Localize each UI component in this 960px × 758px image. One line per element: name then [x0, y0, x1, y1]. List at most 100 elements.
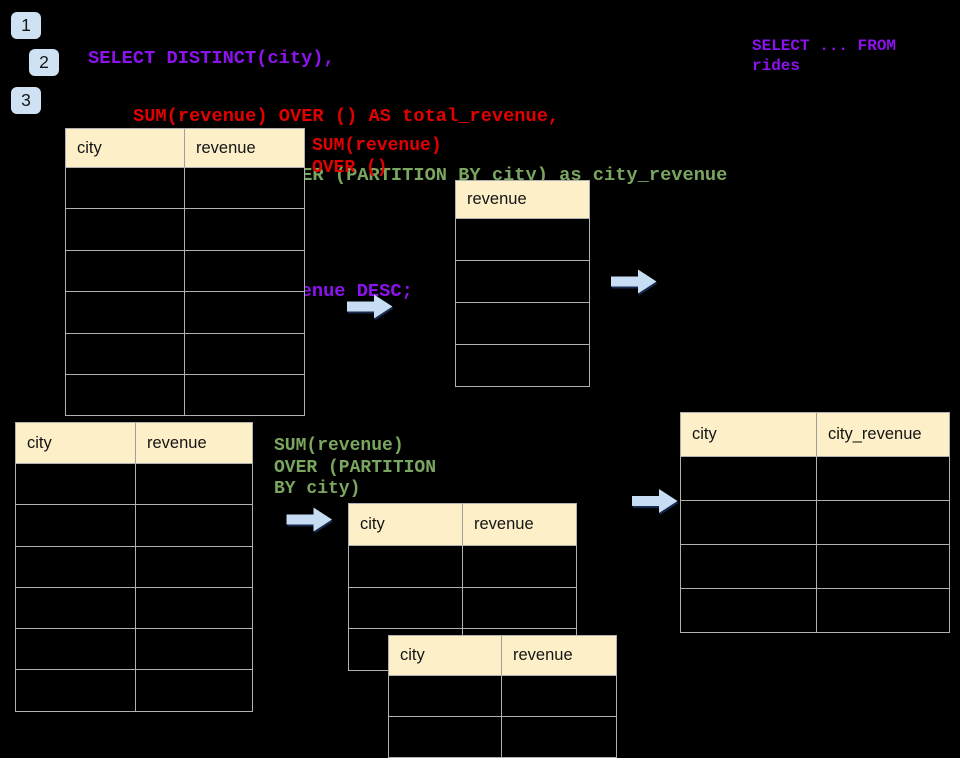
table-empty-cell [16, 546, 136, 587]
result-table-header: city city_revenue [681, 413, 949, 456]
table-empty-cell [817, 545, 949, 588]
table-empty-row [66, 332, 304, 374]
total-revenue-annotation: SUM(revenue) OVER () [312, 136, 442, 179]
table-empty-cell [136, 629, 252, 669]
table-empty-row [681, 544, 949, 588]
table-empty-cell [456, 219, 589, 260]
table-empty-cell [16, 629, 136, 670]
table-empty-cell [66, 374, 185, 416]
table-empty-row [456, 218, 589, 260]
column-header-revenue: revenue [467, 190, 527, 208]
column-header-revenue: revenue [513, 646, 573, 664]
revenue-column-table: revenue [455, 180, 590, 387]
partition-annotation-line3: BY city) [274, 479, 361, 500]
table-empty-cell [389, 717, 502, 757]
table-empty-cell [16, 587, 136, 629]
table-empty-cell [66, 292, 185, 333]
partition-annotation: SUM(revenue) OVER (PARTITION BY city) [274, 436, 436, 501]
table-empty-row [456, 344, 589, 386]
table-empty-row [66, 291, 304, 333]
table-empty-cell [817, 589, 949, 632]
partition-annotation-line1: SUM(revenue) [274, 436, 404, 456]
table-empty-row [681, 500, 949, 544]
table-empty-row [66, 167, 304, 209]
table-empty-row [456, 260, 589, 302]
table-empty-cell [16, 505, 136, 546]
column-header-city: city [349, 504, 463, 545]
table-empty-cell [136, 505, 252, 545]
table-empty-cell [817, 457, 949, 500]
source-table-top-body [66, 167, 304, 416]
revenue-column-table-body [456, 218, 589, 386]
table-empty-row [16, 545, 252, 587]
table-empty-row [389, 716, 616, 757]
step-badge-2-label: 2 [39, 52, 49, 72]
table-empty-row [681, 588, 949, 632]
table-empty-cell [502, 717, 616, 757]
table-empty-row [16, 586, 252, 629]
step-badge-1-label: 1 [21, 15, 31, 35]
table-empty-cell [456, 303, 589, 344]
table-empty-cell [66, 168, 185, 209]
table-empty-cell [185, 334, 304, 374]
arrow-right-icon [632, 489, 678, 513]
table-empty-cell [463, 546, 576, 587]
table-empty-cell [463, 588, 576, 629]
table-empty-cell [185, 168, 304, 208]
column-header-city: city [681, 413, 817, 456]
table-empty-row [66, 208, 304, 250]
table-empty-cell [681, 545, 817, 588]
table-empty-cell [136, 464, 252, 504]
column-header-revenue: revenue [474, 515, 534, 533]
table-empty-row [66, 249, 304, 292]
source-table-top-header: city revenue [66, 129, 304, 167]
step-badge-1: 1 [11, 12, 41, 39]
step-badge-3: 3 [11, 87, 41, 114]
table-empty-cell [456, 261, 589, 302]
partitioned-table-back: city revenue [388, 635, 617, 758]
table-empty-row [16, 628, 252, 670]
table-empty-row [66, 373, 304, 416]
table-empty-cell [16, 670, 136, 711]
table-empty-cell [185, 251, 304, 291]
column-header-revenue: revenue [196, 138, 256, 157]
table-empty-cell [681, 589, 817, 632]
diagram-canvas: 1 2 3 SELECT DISTINCT(city), SUM(revenue… [11, 12, 950, 758]
table-empty-cell [681, 457, 817, 500]
partitioned-table-front-header: city revenue [349, 504, 576, 545]
result-table-body [681, 456, 949, 632]
source-table-bottom-header: city revenue [16, 423, 252, 463]
column-header-city: city [389, 636, 502, 675]
corner-note: SELECT ... FROM rides [752, 36, 896, 76]
step-badge-3-label: 3 [21, 90, 31, 110]
corner-note-line1: SELECT ... FROM [752, 37, 897, 55]
table-empty-cell [16, 464, 136, 505]
partitioned-table-back-body [389, 675, 616, 757]
arrow-right-icon [286, 507, 332, 532]
table-empty-cell [185, 209, 304, 249]
table-empty-row [456, 302, 589, 344]
column-header-city-revenue: city_revenue [828, 425, 922, 443]
table-empty-row [16, 504, 252, 546]
table-empty-cell [185, 292, 304, 332]
table-empty-cell [817, 501, 949, 544]
table-empty-row [681, 456, 949, 500]
source-table-bottom: city revenue [15, 422, 253, 712]
step-badge-2: 2 [29, 49, 59, 76]
table-empty-cell [389, 676, 502, 716]
partition-annotation-line2: OVER (PARTITION [274, 457, 437, 478]
table-empty-cell [349, 546, 463, 587]
table-empty-row [349, 545, 576, 587]
sql-line-total-revenue: SUM(revenue) OVER () AS total_revenue, [133, 105, 560, 128]
table-empty-row [389, 675, 616, 716]
table-empty-cell [349, 587, 463, 629]
table-empty-row [16, 463, 252, 505]
table-empty-cell [502, 676, 616, 716]
total-annotation-line1: SUM(revenue) [312, 136, 442, 156]
revenue-column-table-header: revenue [456, 181, 589, 218]
table-empty-cell [185, 375, 304, 415]
corner-note-line2: rides [752, 57, 801, 75]
table-empty-cell [456, 345, 589, 386]
column-header-city: city [16, 423, 136, 463]
table-empty-cell [66, 333, 185, 374]
